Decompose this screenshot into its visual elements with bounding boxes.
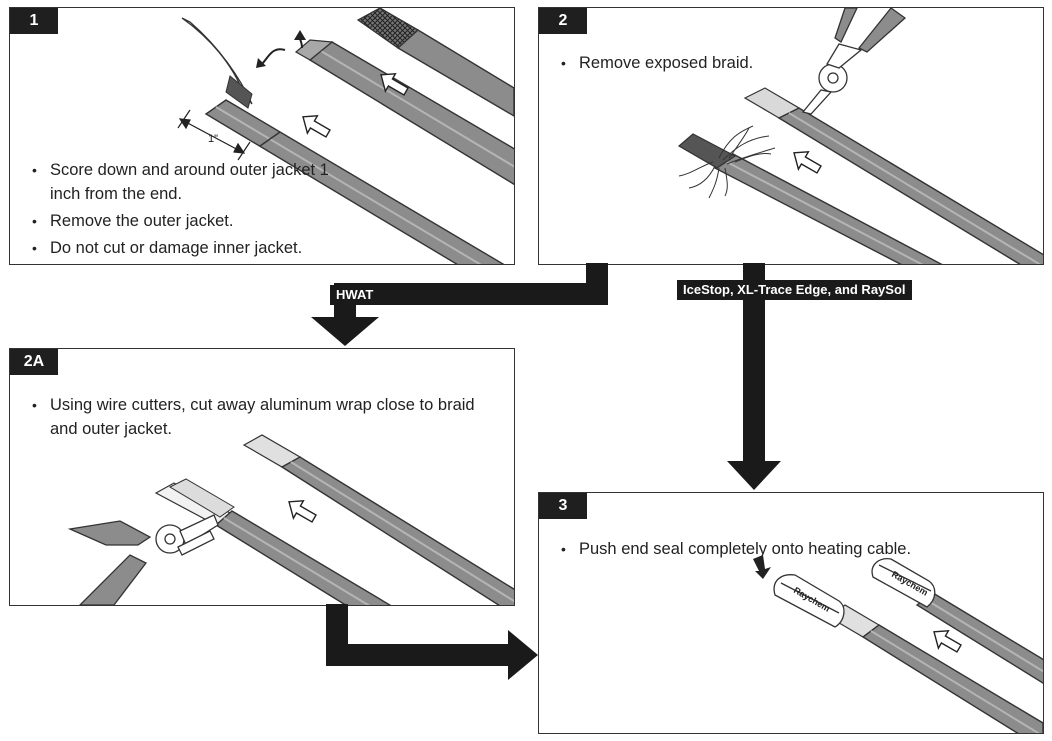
cable-upper [294,8,514,186]
step-2a-bullet: Using wire cutters, cut away aluminum wr… [30,393,480,441]
end-seal-icon: Raychem [871,558,936,608]
2a-to-3-arrow [326,604,538,680]
hwat-label: HWAT [330,285,380,305]
step-1-badge: 1 [10,8,58,34]
step-1-illustration: 1" [177,8,514,264]
step-2a-badge: 2A [10,349,58,375]
step-2-panel: 2 [538,7,1044,265]
step-3-bullet: Push end seal completely onto heating ca… [559,537,1009,561]
step-2a-panel: 2A Using wire cutters, cut away al [9,348,515,606]
hand-arrow-icon [288,500,317,523]
knife-icon [181,17,253,109]
cable-lower [154,478,392,605]
cable-upper [242,434,514,605]
measure-label: 1" [208,133,218,145]
step-1-bullet: Score down and around outer jacket 1 inc… [30,158,330,206]
hand-arrow-icon [793,151,822,174]
hand-arrow-icon [933,630,962,653]
step-2-bullet: Remove exposed braid. [559,51,859,75]
step-2-badge: 2 [539,8,587,34]
other-cables-label: IceStop, XL-Trace Edge, and RaySol [677,280,912,300]
step-2-illustration [677,8,1043,264]
hand-arrow-icon [302,73,409,138]
step-1-bullet: Do not cut or damage inner jacket. [30,236,330,260]
push-direction-icon [753,555,771,579]
step-1-bullet: Remove the outer jacket. [30,209,330,233]
frayed-braid [678,125,776,199]
cable-upper [743,87,1043,264]
cable-lower [677,133,943,264]
wire-cutter-icon [67,514,219,605]
step-3-illustration: Raychem Raychem [753,555,1043,733]
end-seal-icon: Raychem [773,574,845,628]
cable-lower [827,604,1043,733]
step-1-panel: 1 [9,7,515,265]
step-2a-illustration [67,434,514,605]
measure-indicator [177,109,251,161]
step-3-badge: 3 [539,493,587,519]
step-3-panel: 3 Raychem Raychem Push end s [538,492,1044,734]
cable-lower [204,99,505,264]
peel-arrows [256,30,306,68]
